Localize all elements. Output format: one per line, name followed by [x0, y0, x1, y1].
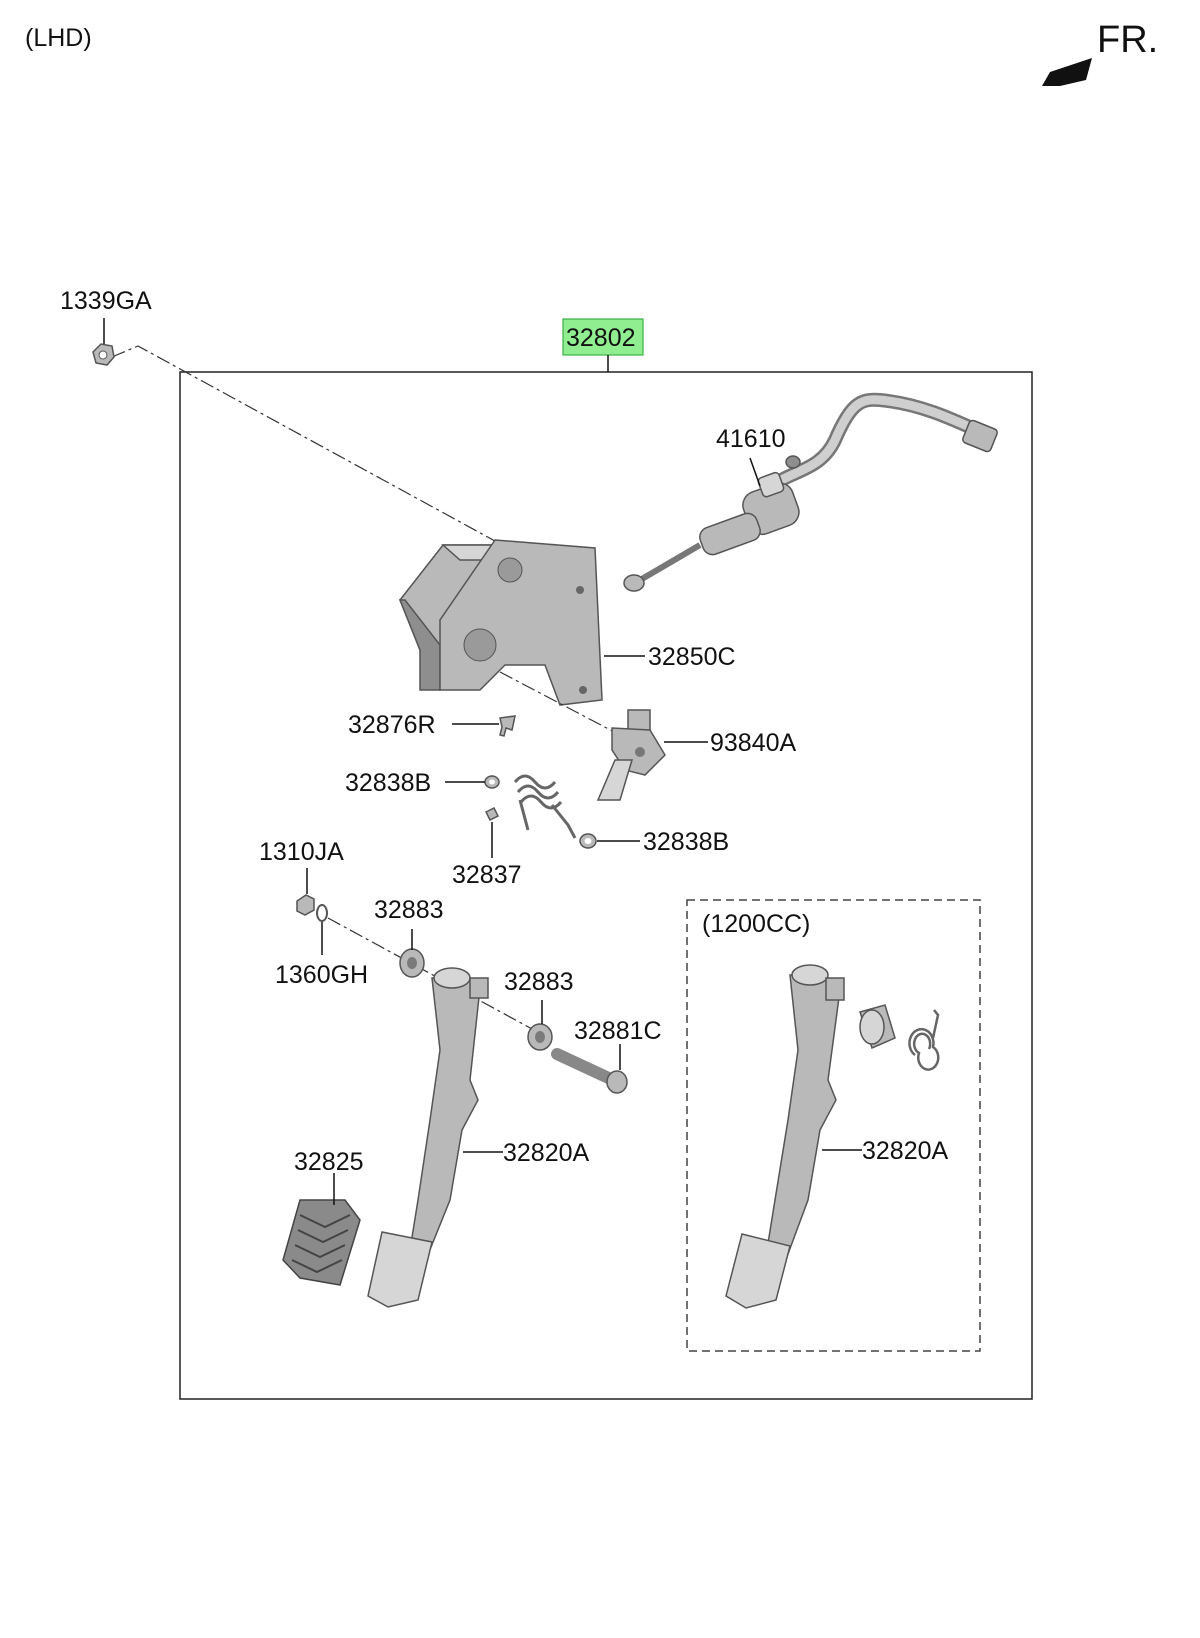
svg-text:32802: 32802: [566, 324, 636, 352]
washer-1360GH[interactable]: [316, 904, 328, 922]
inset-title[interactable]: (1200CC): [702, 910, 810, 938]
label-32838B-right[interactable]: 32838B: [643, 828, 729, 856]
clutch-switch-93840A[interactable]: [596, 709, 666, 801]
pivot-pin-32881C[interactable]: [551, 1048, 628, 1094]
bushing-32883-lower[interactable]: [527, 1023, 553, 1051]
leader-41610: [749, 457, 761, 487]
label-32825[interactable]: 32825: [294, 1148, 364, 1176]
label-32881C[interactable]: 32881C: [574, 1017, 662, 1045]
pedal-pad-32825[interactable]: [282, 1199, 361, 1286]
stopper-32876R[interactable]: [499, 715, 516, 737]
nut-1339GA[interactable]: [92, 343, 115, 366]
front-arrow-icon: [1042, 58, 1092, 86]
nut-1310JA[interactable]: [296, 894, 315, 916]
label-32820A-inset[interactable]: 32820A: [862, 1137, 949, 1165]
label-1310JA[interactable]: 1310JA: [259, 838, 344, 866]
label-32837[interactable]: 32837: [452, 861, 522, 889]
pivot-dashed-line: [327, 917, 546, 1037]
assembly-part-label[interactable]: 32802: [562, 318, 644, 356]
bushing-32838B-left[interactable]: [484, 775, 500, 789]
switch-dashed-line: [499, 671, 621, 736]
master-cylinder-41610[interactable]: [623, 392, 998, 592]
pedal-bracket-32850C[interactable]: [398, 539, 603, 706]
assembly-box: [179, 371, 1033, 1400]
bushing-32838B-right[interactable]: [579, 833, 597, 849]
clip-32837[interactable]: [484, 806, 500, 822]
label-32838B-left[interactable]: 32838B: [345, 769, 431, 797]
inset-spring: [908, 1009, 940, 1071]
nut-dashed-line: [111, 345, 571, 583]
label-32876R[interactable]: 32876R: [348, 711, 436, 739]
label-32820A-main[interactable]: 32820A: [503, 1139, 590, 1167]
label-32883-lower[interactable]: 32883: [504, 968, 574, 996]
direction-label: FR.: [1097, 19, 1158, 61]
inset-bushing: [859, 1004, 896, 1050]
pedal-arm-32820A-main[interactable]: [367, 967, 489, 1308]
variant-note: (LHD): [25, 24, 92, 52]
label-41610[interactable]: 41610: [716, 425, 786, 453]
label-93840A[interactable]: 93840A: [710, 729, 797, 757]
return-spring: [513, 774, 577, 839]
bushing-32883-upper[interactable]: [399, 948, 425, 978]
label-32850C[interactable]: 32850C: [648, 643, 736, 671]
label-32883-upper[interactable]: 32883: [374, 896, 444, 924]
pedal-arm-32820A-inset[interactable]: [725, 964, 845, 1309]
inset-box-1200cc: [686, 899, 981, 1352]
label-1339GA[interactable]: 1339GA: [60, 287, 152, 315]
label-1360GH[interactable]: 1360GH: [275, 961, 368, 989]
